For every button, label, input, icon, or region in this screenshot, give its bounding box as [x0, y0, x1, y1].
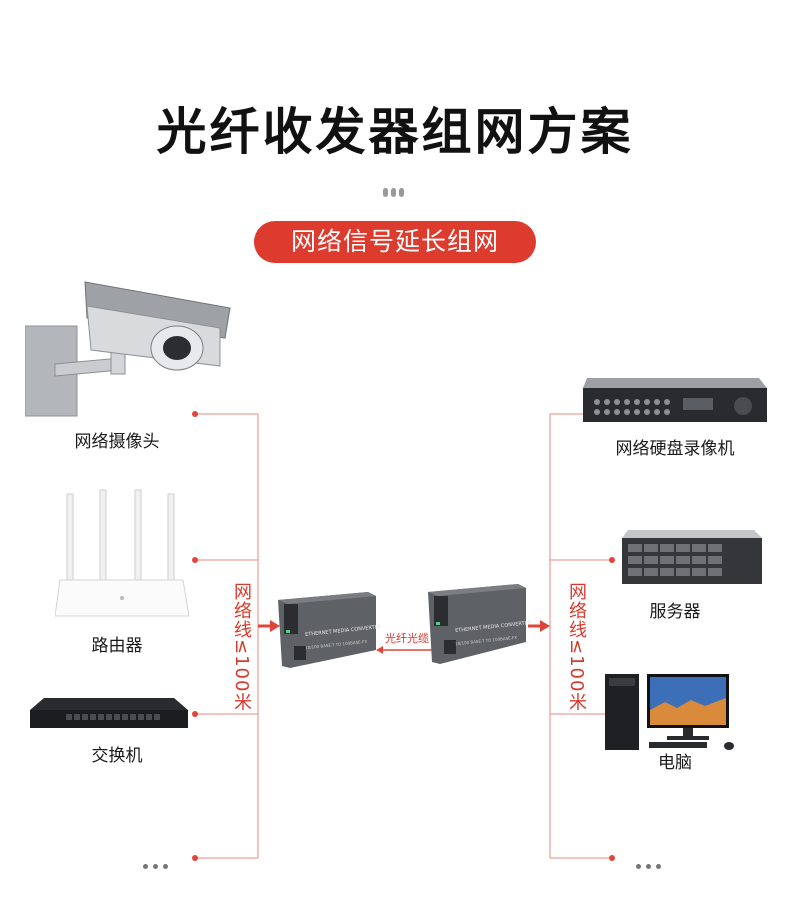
- right-device-label: 电脑: [658, 753, 692, 773]
- switch-icon: [30, 698, 188, 728]
- ellipsis-icon: [383, 182, 409, 197]
- left-device-label: 交换机: [91, 746, 143, 766]
- right-distance-label: 网络线≤100米: [566, 582, 587, 712]
- server-icon: [622, 530, 762, 584]
- connector-dot: [192, 557, 198, 563]
- connector-dot: [609, 557, 615, 563]
- ip-camera-icon: [25, 281, 231, 417]
- more-devices-icon: [636, 854, 666, 873]
- connector-dot: [192, 411, 198, 417]
- media-converter-icon: [278, 592, 376, 668]
- right-device-label: 服务器: [649, 602, 701, 622]
- connector-dot: [192, 711, 198, 717]
- left-distance-label: 网络线≤100米: [231, 582, 252, 712]
- more-devices-icon: [143, 854, 173, 873]
- fiber-label: 光纤光缆: [385, 632, 429, 645]
- subtitle-badge: 网络信号延长组网: [254, 221, 536, 263]
- router-icon: [55, 489, 190, 617]
- connector-dot: [609, 855, 615, 861]
- media-converter-icon: [428, 584, 526, 664]
- right-device-label: 网络硬盘录像机: [615, 439, 735, 459]
- connector-dot: [192, 855, 198, 861]
- left-device-label: 路由器: [91, 636, 143, 656]
- page-title: 光纤收发器组网方案: [156, 103, 634, 161]
- desktop-computer-icon: [605, 674, 734, 750]
- left-device-label: 网络摄像头: [74, 432, 160, 452]
- nvr-icon: [583, 378, 767, 422]
